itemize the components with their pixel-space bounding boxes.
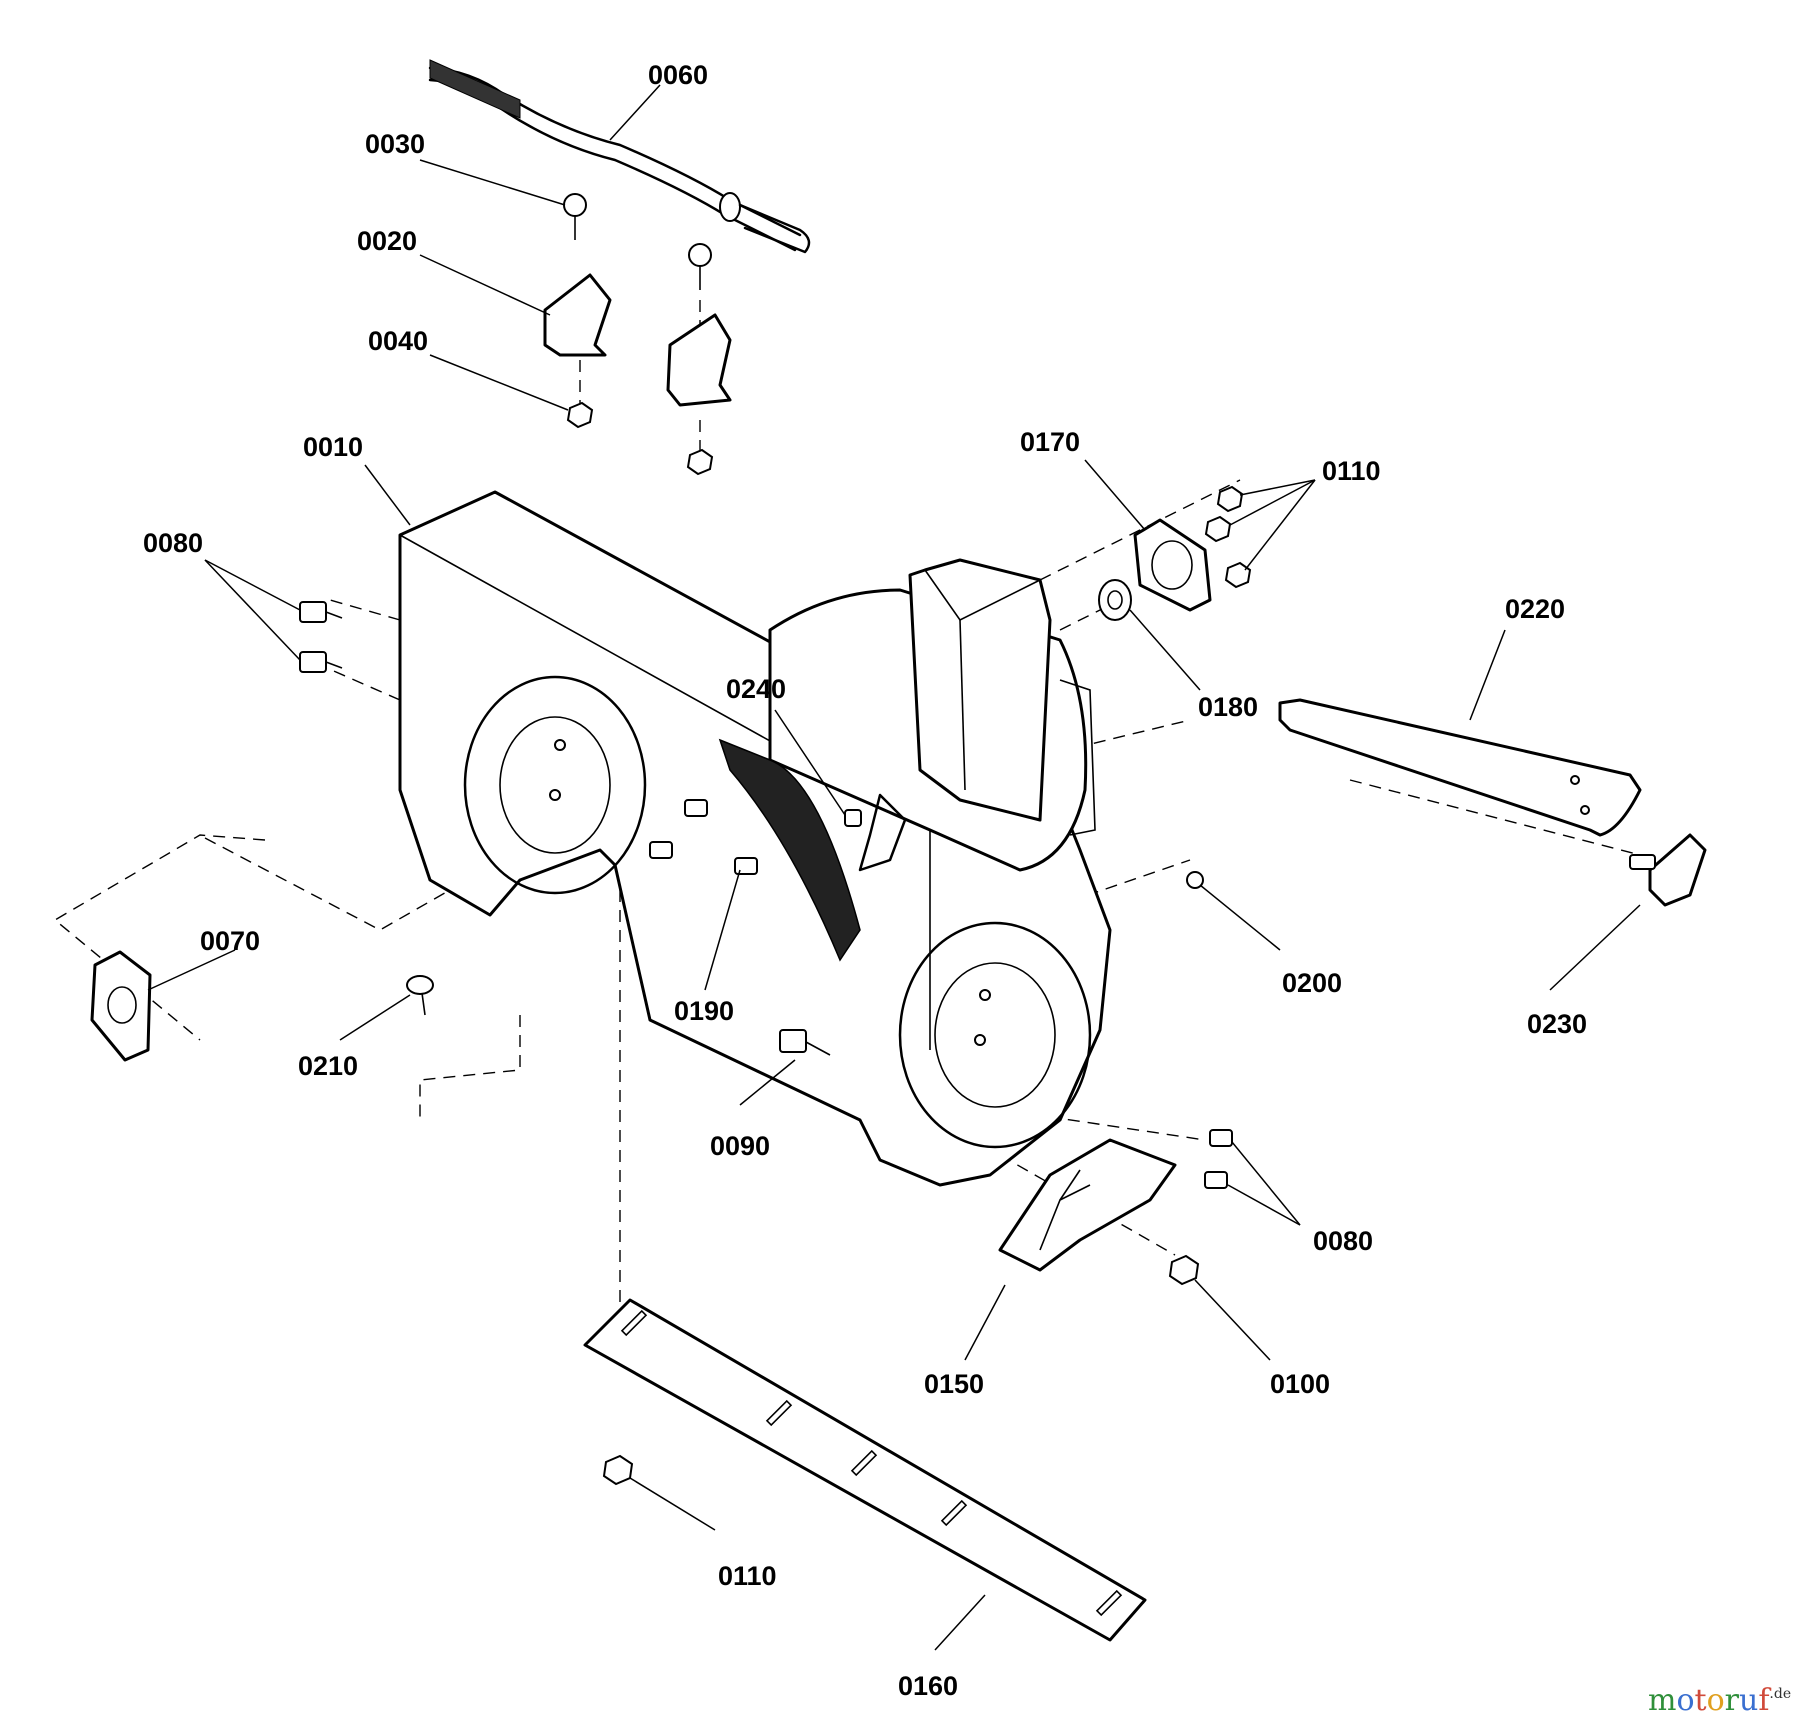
scraper-bar xyxy=(583,1298,1147,1642)
label-0220: 0220 xyxy=(1505,594,1565,624)
label-0110-bottom: 0110 xyxy=(718,1561,777,1591)
watermark-letter: t xyxy=(1695,1683,1707,1718)
watermark-letter: m xyxy=(1648,1683,1676,1718)
watermark-letter: r xyxy=(1725,1683,1740,1718)
label-0170: 0170 xyxy=(1020,427,1080,457)
hardware xyxy=(299,193,1252,1486)
label-0090: 0090 xyxy=(710,1131,770,1161)
label-0100: 0100 xyxy=(1270,1369,1330,1399)
label-0030: 0030 xyxy=(365,129,425,159)
label-0040: 0040 xyxy=(368,326,428,356)
label-0160: 0160 xyxy=(898,1671,958,1701)
leader-lines xyxy=(147,84,1641,1651)
watermark-suffix: .de xyxy=(1769,1686,1791,1702)
label-0010: 0010 xyxy=(303,432,363,462)
watermark-letter: u xyxy=(1739,1683,1758,1718)
label-0080-left: 0080 xyxy=(143,528,203,558)
watermark-letter: o xyxy=(1676,1683,1694,1718)
label-0190: 0190 xyxy=(674,996,734,1026)
label-0110-top: 0110 xyxy=(1322,456,1381,486)
label-0070: 0070 xyxy=(200,926,260,956)
watermark-letter: o xyxy=(1707,1683,1725,1718)
label-0060: 0060 xyxy=(648,60,708,90)
watermark-letter: f xyxy=(1758,1683,1771,1718)
label-0080-right: 0080 xyxy=(1313,1226,1373,1256)
watermark-logo: motoruf.de xyxy=(1648,1683,1791,1718)
label-0210: 0210 xyxy=(298,1051,358,1081)
label-0150: 0150 xyxy=(924,1369,984,1399)
label-0200: 0200 xyxy=(1282,968,1342,998)
skid-shoe xyxy=(998,1138,1177,1272)
part-labels: 0060 0030 0020 0040 0010 0080 0170 0110 … xyxy=(143,60,1587,1701)
chute-brackets xyxy=(543,273,732,407)
label-0180: 0180 xyxy=(1198,692,1258,722)
assembly-lines xyxy=(53,300,1641,1320)
label-0240: 0240 xyxy=(726,674,786,704)
chute-control-rod xyxy=(428,59,811,254)
label-0020: 0020 xyxy=(357,226,417,256)
label-0230: 0230 xyxy=(1527,1009,1587,1039)
auger-housing xyxy=(398,490,1112,1187)
auger-spiral xyxy=(718,738,861,962)
bearing-plate xyxy=(90,950,152,1062)
adjustment-knob xyxy=(1629,833,1707,907)
shave-plate-bar xyxy=(1278,698,1642,837)
